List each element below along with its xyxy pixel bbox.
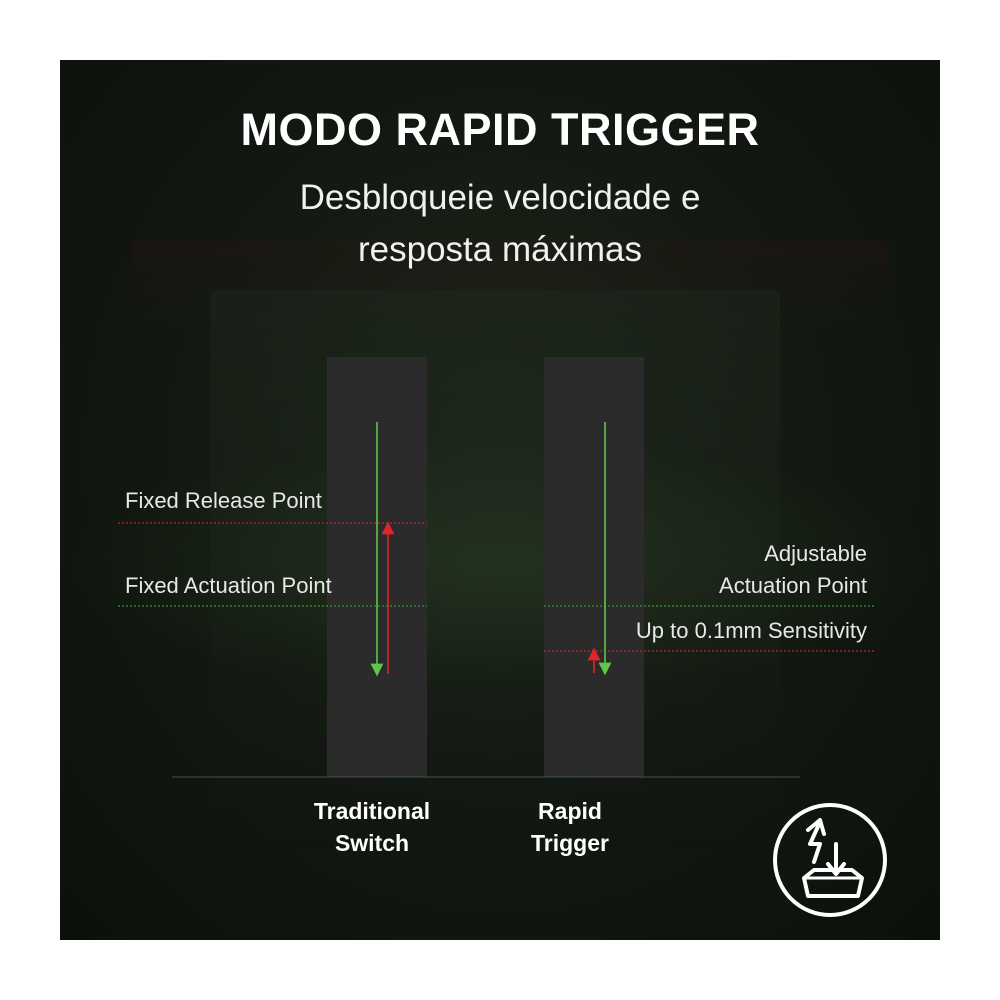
diagram-lines [118,422,874,778]
rapid-title-line-1: Rapid [538,798,602,824]
rapid-trigger-keycap-icon [773,803,887,917]
adjustable-label-line-2: Actuation Point [719,573,867,598]
subtitle-line-1: Desbloqueie velocidade e [299,178,701,217]
traditional-switch-title: Traditional Switch [272,795,472,859]
fixed-release-label: Fixed Release Point [125,488,322,513]
page-title: MODO RAPID TRIGGER [240,104,760,155]
adjustable-actuation-label: Adjustable Actuation Point [719,538,867,602]
adjustable-label-line-1: Adjustable [764,541,867,566]
traditional-title-line-1: Traditional [313,798,431,824]
fixed-actuation-label: Fixed Actuation Point [125,573,332,598]
traditional-title-line-2: Switch [334,830,410,856]
banner-background: MODO RAPID TRIGGER Desbloqueie velocidad… [60,60,940,940]
sensitivity-label: Up to 0.1mm Sensitivity [635,618,867,643]
rapid-title-line-2: Trigger [531,830,609,856]
background-keycap-shape [210,290,780,850]
rapid-trigger-column [544,357,644,777]
subtitle-line-2: resposta máximas [358,230,642,269]
rapid-trigger-title: Rapid Trigger [470,795,670,859]
page-subtitle: Desbloqueie velocidade e resposta máxima… [60,172,940,276]
background-glow [60,440,940,690]
